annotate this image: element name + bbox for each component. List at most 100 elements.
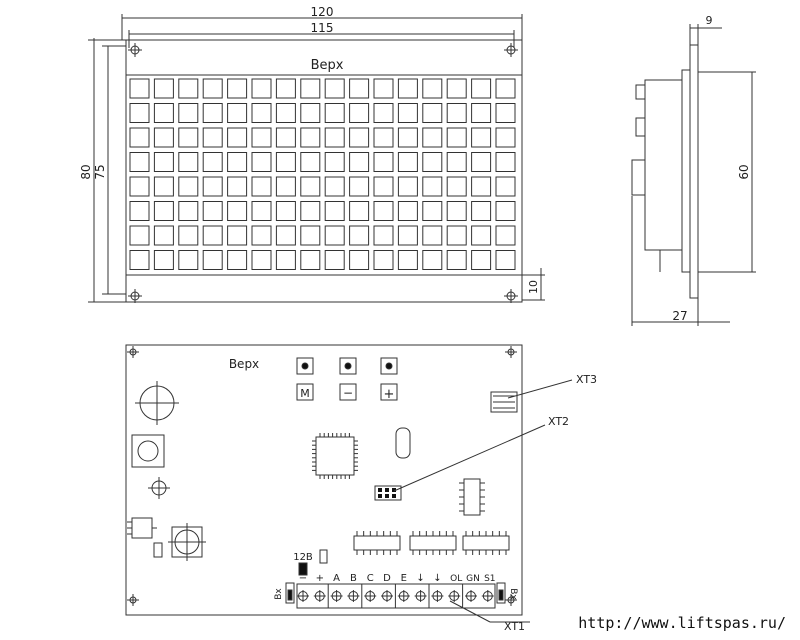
terminal-label: D xyxy=(383,573,391,584)
led-cell xyxy=(349,201,370,221)
led-cell xyxy=(227,78,248,99)
button-minus[interactable] xyxy=(339,357,357,401)
led-cell xyxy=(324,250,345,270)
led-cell xyxy=(202,176,223,197)
led-cell xyxy=(202,127,223,148)
button-minus-label: − xyxy=(343,386,353,400)
led-cell xyxy=(324,127,345,148)
button-plus-label: + xyxy=(384,387,395,402)
led-cell xyxy=(422,201,443,221)
square-button-icon xyxy=(131,434,165,468)
led-cell xyxy=(471,225,492,246)
led-cell xyxy=(446,127,467,148)
led-cell xyxy=(251,152,272,172)
led-cell xyxy=(129,127,150,148)
led-cell xyxy=(324,225,345,246)
terminal-label: C xyxy=(367,573,374,584)
led-cell xyxy=(349,225,370,246)
led-cell xyxy=(227,127,248,148)
led-cell xyxy=(227,201,248,221)
led-cell xyxy=(178,176,199,197)
side-component xyxy=(635,84,646,100)
led-cell xyxy=(446,176,467,197)
led-cell xyxy=(202,78,223,99)
led-cell xyxy=(397,250,418,270)
led-cell xyxy=(446,103,467,123)
led-cell xyxy=(129,103,150,123)
microcontroller-chip xyxy=(312,433,358,479)
led-cell xyxy=(251,225,272,246)
led-cell xyxy=(397,176,418,197)
led-cell xyxy=(202,103,223,123)
dim-inner-width: 115 xyxy=(311,21,334,35)
led-cell xyxy=(300,103,321,123)
led-cell xyxy=(471,152,492,172)
led-cell xyxy=(495,103,516,123)
led-cell xyxy=(153,225,174,246)
led-cell xyxy=(471,176,492,197)
small-round-component xyxy=(148,477,170,499)
side-view xyxy=(631,24,756,326)
led-cell xyxy=(129,78,150,99)
led-cell xyxy=(422,250,443,270)
led-cell xyxy=(446,250,467,270)
led-cell xyxy=(397,78,418,99)
led-cell xyxy=(153,78,174,99)
led-cell xyxy=(300,78,321,99)
side-component xyxy=(635,117,646,137)
xt3-connector xyxy=(490,391,518,413)
led-cell xyxy=(397,201,418,221)
led-cell xyxy=(251,176,272,197)
button-plus[interactable] xyxy=(380,357,398,401)
xt1-terminal-block xyxy=(296,583,496,609)
led-cell xyxy=(202,201,223,221)
round-button-icon xyxy=(168,523,206,561)
led-cell xyxy=(178,103,199,123)
led-cell xyxy=(397,103,418,123)
led-cell xyxy=(227,152,248,172)
led-cell xyxy=(227,103,248,123)
led-cell xyxy=(153,250,174,270)
led-cell xyxy=(227,250,248,270)
led-cell xyxy=(422,127,443,148)
right-jumper-label: Вх xyxy=(508,588,518,600)
led-cell xyxy=(275,78,296,99)
led-cell xyxy=(422,152,443,172)
led-cell xyxy=(446,78,467,99)
led-cell xyxy=(495,152,516,172)
led-cell xyxy=(495,176,516,197)
mounting-hole xyxy=(128,289,142,303)
led-cell xyxy=(153,152,174,172)
led-cell xyxy=(153,201,174,221)
led-cell xyxy=(471,127,492,148)
ic-chip xyxy=(462,531,510,555)
led-cell xyxy=(422,103,443,123)
led-cell xyxy=(373,250,394,270)
led-cell xyxy=(300,152,321,172)
small-component xyxy=(153,542,163,558)
led-cell xyxy=(251,127,272,148)
led-cell xyxy=(202,250,223,270)
pcb-top-label: Верх xyxy=(229,357,259,371)
led-cell xyxy=(178,201,199,221)
led-cell xyxy=(227,225,248,246)
terminal-label: OL xyxy=(450,574,462,584)
ic-chip xyxy=(409,531,457,555)
side-display-module xyxy=(681,69,691,273)
led-cell xyxy=(153,103,174,123)
led-cell xyxy=(349,152,370,172)
led-cell xyxy=(471,250,492,270)
led-matrix xyxy=(129,78,516,270)
button-m[interactable] xyxy=(296,357,314,401)
led-cell xyxy=(153,127,174,148)
led-cell xyxy=(373,78,394,99)
terminal-label: − xyxy=(299,573,307,584)
led-cell xyxy=(422,78,443,99)
led-cell xyxy=(178,152,199,172)
led-cell xyxy=(300,176,321,197)
label-12v: 12В xyxy=(293,552,313,563)
led-cell xyxy=(275,250,296,270)
led-cell xyxy=(202,225,223,246)
dim-bottom-offset: 10 xyxy=(527,280,540,294)
